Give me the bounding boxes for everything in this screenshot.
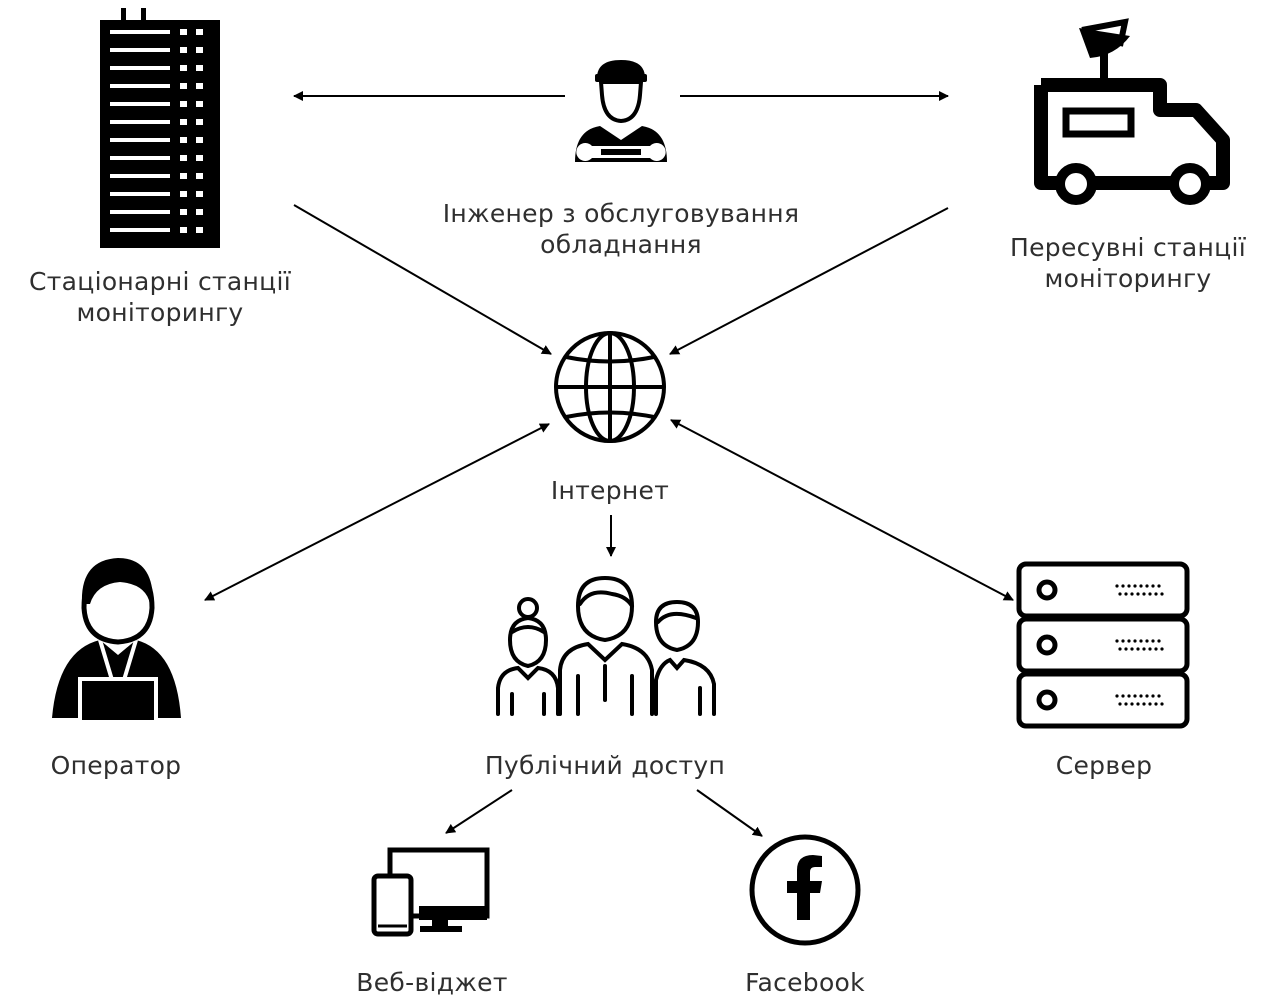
operator-label: Оператор <box>50 751 182 780</box>
edge-internet-operator <box>204 423 550 601</box>
edge-mobile-to-internet <box>669 207 949 355</box>
web-widget-label: Веб-віджет <box>356 968 508 997</box>
mobile-label-line1: Пересувні станції <box>1010 233 1246 262</box>
engineer-label-line2: обладнання <box>540 230 702 259</box>
server-label: Сервер <box>1055 751 1153 780</box>
edge-public-to-facebook <box>696 789 763 837</box>
internet-label: Інтернет <box>550 476 670 505</box>
mobile-label-line2: моніторингу <box>1044 264 1212 293</box>
globe-icon <box>554 331 666 443</box>
engineer-icon <box>575 60 667 162</box>
devices-icon <box>371 847 490 937</box>
public-access-label: Публічний доступ <box>484 751 726 780</box>
engineer-label: Інженер з обслуговування обладнання <box>420 198 822 260</box>
operator-icon <box>52 558 181 724</box>
building-icon <box>100 8 220 248</box>
mobile-stations-label: Пересувні станції моніторингу <box>990 232 1266 294</box>
people-group-icon <box>496 575 716 716</box>
stationary-label-line2: моніторингу <box>76 298 244 327</box>
facebook-icon <box>749 834 861 946</box>
stationary-label-line1: Стаціонарні станції <box>29 267 291 296</box>
server-icon <box>1016 561 1190 729</box>
van-icon <box>1034 18 1230 205</box>
edge-internet-server <box>670 419 1014 601</box>
engineer-label-line1: Інженер з обслуговування <box>442 199 800 228</box>
facebook-label: Facebook <box>745 968 865 997</box>
edge-stationary-to-internet <box>293 204 552 355</box>
edge-public-to-widget <box>445 789 513 834</box>
stationary-stations-label: Стаціонарні станції моніторингу <box>10 266 310 328</box>
